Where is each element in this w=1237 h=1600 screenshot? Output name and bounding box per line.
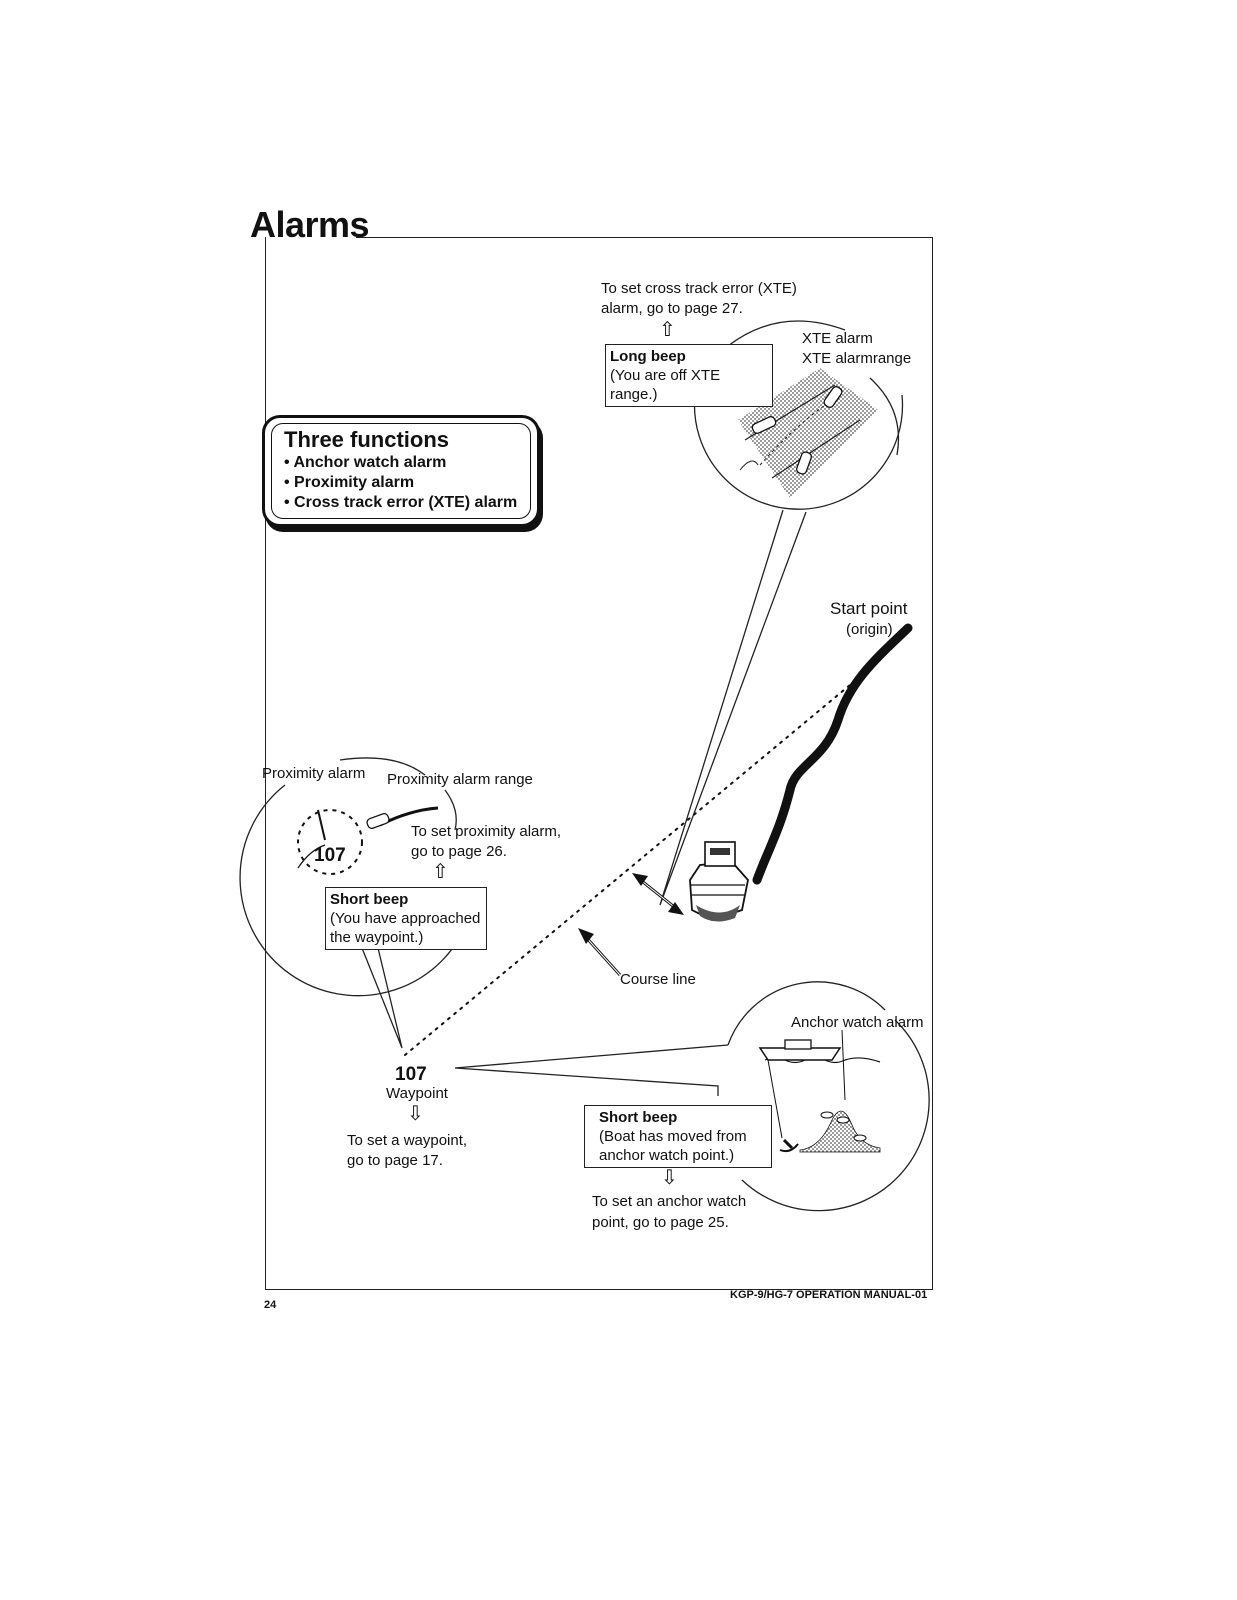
anchor-icon [779,1138,799,1153]
proximity-goto-line2: go to page 26. [411,843,507,860]
course-arrow-icon [578,928,622,977]
anchor-goto-line2: point, go to page 25. [592,1214,729,1231]
title-rule [356,237,932,238]
proximity-beep-line1: (You have approached [330,910,481,927]
proximity-alarm-label: Proximity alarm [262,765,366,782]
functions-heading: Three functions [284,427,450,452]
anchor-beep-title: Short beep [599,1109,678,1126]
xte-arrow-up-icon: ⇧ [659,319,676,341]
xte-beep-text: (You are off XTE range.) [610,367,721,403]
diagram-frame [265,237,933,1290]
function-item-proximity: • Proximity alarm [284,474,415,491]
anchor-beep-box: Short beep (Boat has moved from anchor w… [584,1105,772,1168]
proximity-waypoint-mark: 107 [314,845,346,866]
footer-manual-title: KGP-9/HG-7 OPERATION MANUAL-01 [730,1289,928,1301]
functions-box: Three functions • Anchor watch alarm • P… [262,415,540,527]
xte-beep-box: Long beep (You are off XTE range.) [605,344,773,407]
waypoint-arrow-down-icon: ⇩ [407,1103,424,1125]
xte-goto-line1: To set cross track error (XTE) [601,280,797,297]
function-item-anchor: • Anchor watch alarm [284,454,447,471]
proximity-arrow-up-icon: ⇧ [432,861,449,883]
anchor-goto-line1: To set an anchor watch [592,1193,747,1210]
page-number: 24 [264,1299,277,1311]
anchor-arrow-down-icon: ⇩ [661,1167,678,1189]
page-title: Alarms [250,204,370,245]
xte-beep-title: Long beep [610,348,686,365]
waypoint-number: 107 [395,1064,427,1085]
anchor-alarm-label: Anchor watch alarm [791,1014,924,1031]
coastline [752,623,913,885]
proximity-bubble [239,757,471,1049]
xte-range-label: XTE alarmrange [802,350,912,367]
xte-boat-icon [751,386,843,475]
anchor-beep-line1: (Boat has moved from [599,1128,747,1145]
waypoint-goto-line2: go to page 17. [347,1152,443,1169]
proximity-beep-box: Short beep (You have approached the wayp… [325,887,487,950]
proximity-beep-line2: the waypoint.) [330,929,424,946]
start-point-sub: (origin) [846,621,893,638]
fish-icon [820,1111,867,1142]
xte-alarm-label: XTE alarm [802,330,873,347]
proximity-range-label: Proximity alarm range [387,771,533,788]
waypoint-goto-line1: To set a waypoint, [347,1132,468,1149]
waypoint-label: Waypoint [386,1085,448,1102]
anchor-beep-line2: anchor watch point.) [599,1147,735,1164]
anchor-bubble [454,981,930,1212]
start-point-label: Start point [830,599,908,618]
function-item-xte: • Cross track error (XTE) alarm [284,494,518,511]
proximity-goto-line1: To set proximity alarm, [411,823,562,840]
boat-icon [632,841,749,922]
xte-goto-line2: alarm, go to page 27. [601,300,743,317]
course-line-label: Course line [620,971,696,988]
course-line [404,659,881,1056]
xte-bubble [659,320,904,906]
proximity-beep-title: Short beep [330,891,409,908]
